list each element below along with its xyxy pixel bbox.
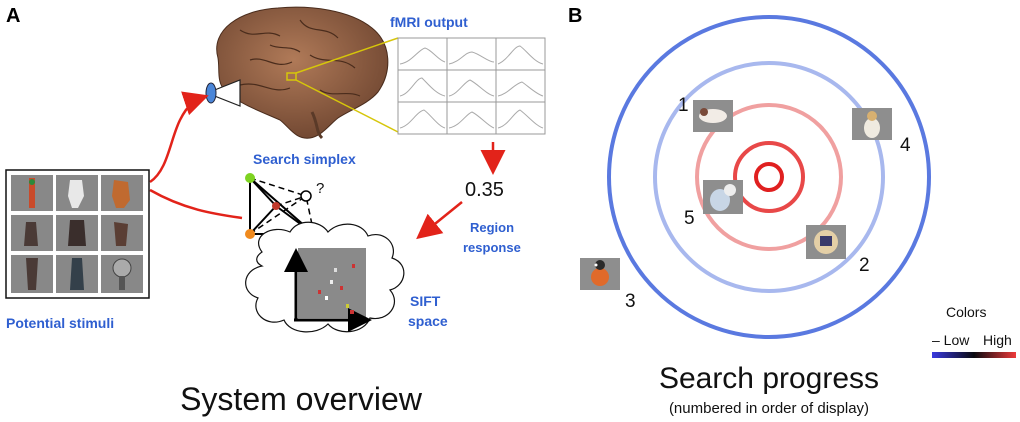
arrow-response-to-sift bbox=[416, 201, 463, 240]
sift-space-cloud bbox=[245, 221, 405, 333]
ring-center bbox=[754, 162, 784, 192]
panel-b-letter: B bbox=[568, 5, 582, 27]
region-response-label-line2: response bbox=[463, 240, 521, 255]
ring-outer bbox=[607, 15, 931, 339]
region-response-label-line1: Region bbox=[470, 220, 514, 235]
stimulus-number-4: 4 bbox=[900, 135, 911, 156]
stimulus-number-1: 1 bbox=[678, 95, 689, 116]
system-overview-caption: System overview bbox=[180, 381, 423, 417]
potential-stimuli-grid bbox=[5, 169, 150, 299]
stimulus-number-2: 2 bbox=[859, 255, 870, 276]
fmri-output-grid bbox=[397, 37, 546, 135]
fmri-output-label: fMRI output bbox=[390, 14, 468, 30]
sift-space-label-line1: SIFT bbox=[410, 293, 441, 309]
colorbar-high-label: High bbox=[983, 332, 1012, 348]
stimulus-thumbnail-2 bbox=[806, 225, 846, 259]
potential-stimuli-label: Potential stimuli bbox=[6, 315, 114, 331]
response-value: 0.35 bbox=[465, 179, 504, 201]
colorbar bbox=[932, 352, 1016, 358]
zoom-line-bottom bbox=[295, 79, 399, 133]
ring-third bbox=[695, 103, 843, 251]
brain-icon bbox=[216, 6, 389, 140]
zoom-line-top bbox=[295, 37, 399, 74]
search-progress-rings bbox=[607, 15, 931, 339]
search-progress-caption: Search progress bbox=[659, 362, 879, 395]
sift-space-label-line2: space bbox=[408, 313, 448, 329]
stimulus-number-5: 5 bbox=[684, 208, 695, 229]
brain-region-marker bbox=[286, 72, 297, 81]
colorbar-low-label: – Low bbox=[932, 332, 970, 348]
search-progress-subcaption: (numbered in order of display) bbox=[669, 400, 869, 417]
stimulus-number-3: 3 bbox=[625, 291, 636, 312]
simplex-question-mark: ? bbox=[316, 180, 324, 197]
arrow-stimuli-to-eye bbox=[149, 91, 209, 184]
ring-second bbox=[653, 61, 885, 293]
arrow-simplex-to-stimuli bbox=[149, 188, 243, 220]
ring-fourth bbox=[733, 141, 805, 213]
panel-a-letter: A bbox=[6, 5, 20, 27]
stimulus-thumbnail-5 bbox=[703, 180, 743, 214]
stimulus-thumbnail-4 bbox=[852, 108, 892, 140]
stimulus-thumbnail-1 bbox=[693, 100, 733, 132]
stimulus-thumbnail-3 bbox=[580, 258, 620, 290]
colors-legend-title: Colors bbox=[946, 304, 986, 320]
search-simplex-label: Search simplex bbox=[253, 151, 356, 167]
